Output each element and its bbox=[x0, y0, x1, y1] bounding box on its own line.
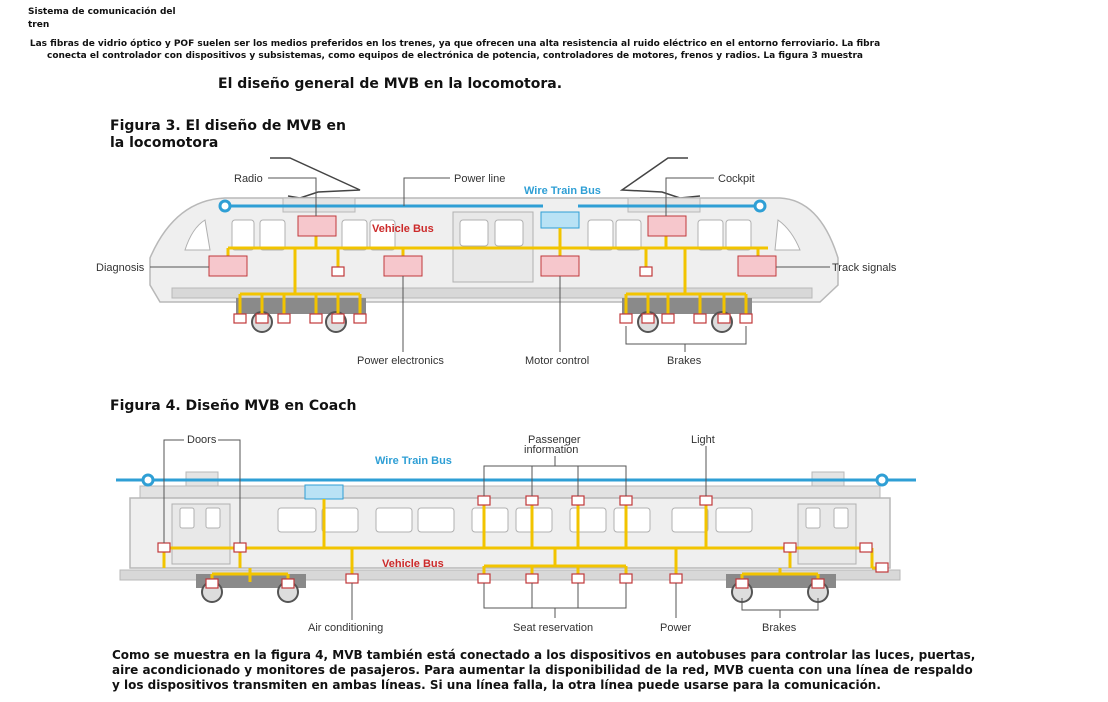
label-doors: Doors bbox=[187, 434, 217, 446]
coach-leader-lines bbox=[163, 439, 819, 620]
locomotive-underframe bbox=[171, 287, 813, 299]
header-title: Sistema de comunicación del tren bbox=[28, 7, 176, 30]
radio-device bbox=[297, 215, 337, 237]
coach-body bbox=[129, 497, 891, 569]
label-light: Light bbox=[691, 434, 715, 446]
bus-gateway-node bbox=[540, 211, 580, 229]
label-vehicle-bus: Vehicle Bus bbox=[372, 223, 434, 235]
label-coach-vehicle-bus: Vehicle Bus bbox=[382, 558, 444, 570]
figure3-locomotive-diagram: Radio Power line Cockpit Wire Train Bus … bbox=[96, 157, 897, 367]
label-track-signals: Track signals bbox=[832, 262, 897, 274]
track-signals-device bbox=[737, 255, 777, 277]
label-seat-reservation: Seat reservation bbox=[513, 622, 593, 634]
label-radio: Radio bbox=[234, 173, 263, 185]
figure4-title: Figura 4. Diseño MVB en Coach bbox=[110, 398, 357, 414]
figure3-title: Figura 3. El diseño de MVB en la locomot… bbox=[110, 118, 347, 151]
intro-paragraph: Las fibras de vidrio óptico y POF suelen… bbox=[29, 39, 881, 61]
cockpit-device bbox=[647, 215, 687, 237]
label-brakes: Brakes bbox=[667, 355, 702, 367]
label-power: Power bbox=[660, 622, 692, 634]
diagnosis-device bbox=[208, 255, 248, 277]
label-passenger-information-2: information bbox=[524, 444, 578, 456]
device-modules bbox=[208, 215, 777, 277]
label-air-conditioning: Air conditioning bbox=[308, 622, 383, 634]
motor-control-device bbox=[540, 255, 580, 277]
label-power-electronics: Power electronics bbox=[357, 355, 444, 367]
label-passenger-information-1: Passenger bbox=[528, 434, 581, 446]
bogie-right bbox=[622, 298, 752, 333]
label-motor-control: Motor control bbox=[525, 355, 589, 367]
wire-train-bus-line bbox=[218, 199, 767, 213]
outro-paragraph: Como se muestra en la figura 4, MVB tamb… bbox=[112, 648, 976, 692]
power-electronics-device bbox=[383, 255, 423, 277]
intro-subtitle: El diseño general de MVB en la locomotor… bbox=[218, 76, 563, 92]
coach-underframe bbox=[119, 569, 901, 581]
figure4-coach-diagram: Doors Passenger information Light Wire T… bbox=[116, 434, 916, 634]
label-cockpit: Cockpit bbox=[718, 173, 755, 185]
coach-bus-gateway-node bbox=[304, 484, 344, 500]
coach-wire-train-bus bbox=[116, 473, 916, 487]
label-coach-brakes: Brakes bbox=[762, 622, 797, 634]
label-diagnosis: Diagnosis bbox=[96, 262, 145, 274]
locomotive-windows bbox=[184, 211, 801, 283]
small-nodes bbox=[233, 266, 753, 324]
label-power-line: Power line bbox=[454, 173, 505, 185]
leader-lines bbox=[150, 177, 830, 352]
label-coach-wire-train-bus: Wire Train Bus bbox=[375, 455, 452, 467]
label-wire-train-bus: Wire Train Bus bbox=[524, 185, 601, 197]
